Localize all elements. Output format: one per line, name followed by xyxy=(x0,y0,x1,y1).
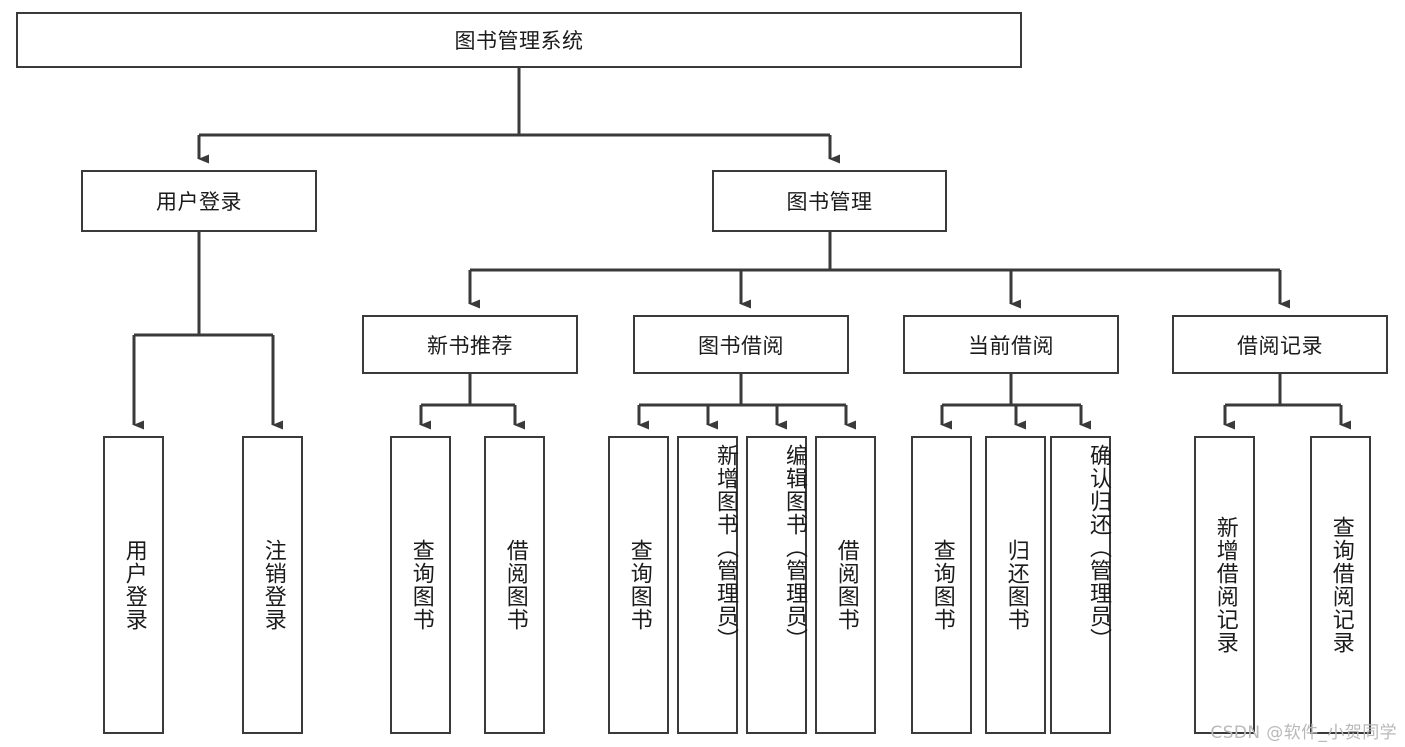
node-label-new-book-rec: 新书推荐 xyxy=(427,333,513,358)
node-leaf-edit-book[interactable]: 编辑图书（管理员） xyxy=(746,436,807,734)
node-label-user-login: 用户登录 xyxy=(156,190,242,214)
node-label-book-manage: 图书管理 xyxy=(786,190,873,214)
node-user-login[interactable]: 用户登录 xyxy=(81,170,317,232)
node-label-leaf-query-book-3: 查询图书 xyxy=(929,539,955,631)
node-book-borrow[interactable]: 图书借阅 xyxy=(633,315,849,374)
node-label-leaf-query-book-1: 查询图书 xyxy=(408,539,434,631)
node-label-leaf-query-book-2: 查询图书 xyxy=(626,539,652,631)
node-leaf-borrow-book-2[interactable]: 借阅图书 xyxy=(815,436,876,734)
node-label-root: 图书管理系统 xyxy=(454,29,584,53)
node-label-borrow-record: 借阅记录 xyxy=(1237,333,1323,358)
node-leaf-user-login[interactable]: 用户登录 xyxy=(103,436,164,734)
node-label-leaf-query-record: 查询借阅记录 xyxy=(1328,516,1354,654)
csdn-watermark: CSDN @软件_小贺同学 xyxy=(1210,723,1397,743)
node-label-leaf-confirm-return: 确认归还（管理员） xyxy=(1086,444,1111,651)
node-current-borrow[interactable]: 当前借阅 xyxy=(903,315,1119,374)
node-label-leaf-add-book: 新增图书（管理员） xyxy=(713,444,738,651)
node-book-manage[interactable]: 图书管理 xyxy=(712,170,947,232)
node-label-leaf-return-book: 归还图书 xyxy=(1003,539,1029,631)
node-borrow-record[interactable]: 借阅记录 xyxy=(1172,315,1388,374)
node-label-leaf-edit-book: 编辑图书（管理员） xyxy=(782,444,807,651)
node-leaf-return-book[interactable]: 归还图书 xyxy=(985,436,1046,734)
node-label-leaf-user-logout: 注销登录 xyxy=(260,539,286,631)
node-new-book-rec[interactable]: 新书推荐 xyxy=(362,315,578,374)
node-leaf-query-book-2[interactable]: 查询图书 xyxy=(608,436,669,734)
node-leaf-query-book-3[interactable]: 查询图书 xyxy=(911,436,972,734)
node-leaf-query-record[interactable]: 查询借阅记录 xyxy=(1310,436,1371,734)
node-root[interactable]: 图书管理系统 xyxy=(16,12,1022,68)
node-label-leaf-add-record: 新增借阅记录 xyxy=(1212,516,1238,654)
node-leaf-confirm-return[interactable]: 确认归还（管理员） xyxy=(1050,436,1111,734)
node-label-current-borrow: 当前借阅 xyxy=(968,333,1054,358)
node-leaf-borrow-book-1[interactable]: 借阅图书 xyxy=(484,436,545,734)
node-label-leaf-user-login: 用户登录 xyxy=(121,539,147,631)
node-leaf-user-logout[interactable]: 注销登录 xyxy=(242,436,303,734)
node-label-leaf-borrow-book-2: 借阅图书 xyxy=(833,539,859,631)
node-label-book-borrow: 图书借阅 xyxy=(698,333,784,358)
node-leaf-add-record[interactable]: 新增借阅记录 xyxy=(1194,436,1255,734)
node-leaf-add-book[interactable]: 新增图书（管理员） xyxy=(677,436,738,734)
node-label-leaf-borrow-book-1: 借阅图书 xyxy=(502,539,528,631)
node-leaf-query-book-1[interactable]: 查询图书 xyxy=(390,436,451,734)
